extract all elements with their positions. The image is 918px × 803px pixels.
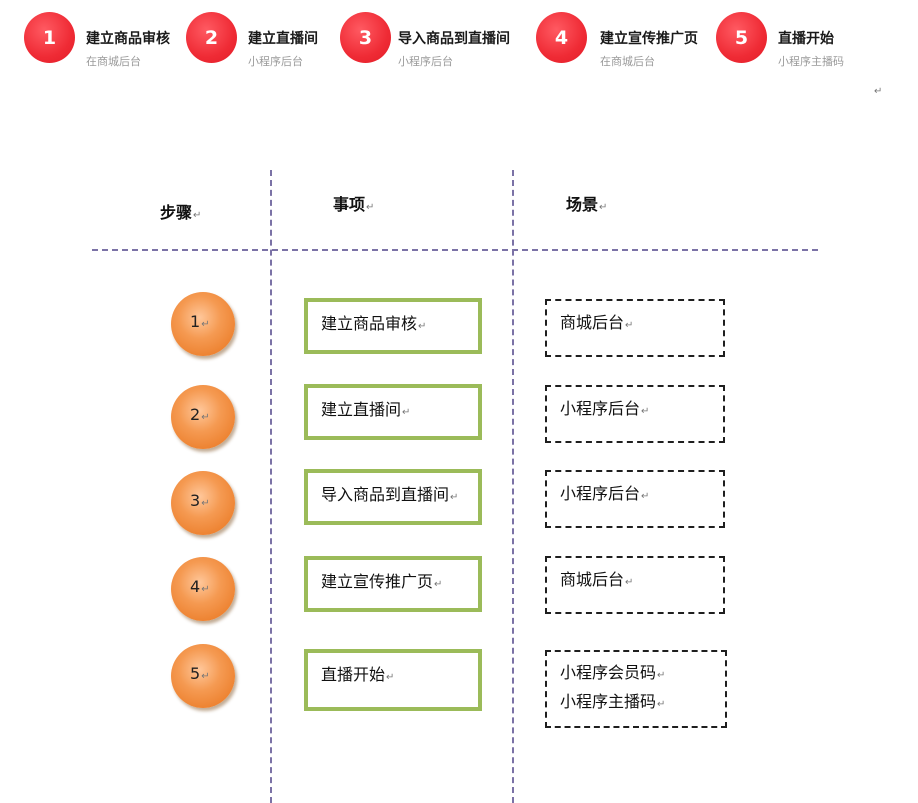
step-progress-bar: 1 建立商品审核 在商城后台 2 建立直播间 小程序后台 3 导入商品到直播间 … bbox=[0, 0, 918, 80]
item-text: 建立宣传推广页 bbox=[321, 572, 434, 591]
item-text: 导入商品到直播间 bbox=[321, 485, 450, 504]
header-item: 事项↵ bbox=[333, 195, 375, 214]
item-box-2: 建立直播间↵ bbox=[304, 384, 482, 440]
step-number: 5 bbox=[190, 664, 201, 683]
item-box-5: 直播开始↵ bbox=[304, 649, 482, 711]
top-step-subtitle: 小程序主播码 bbox=[778, 55, 844, 68]
item-text: 直播开始 bbox=[321, 665, 386, 684]
scene-text: 小程序后台 bbox=[560, 484, 641, 503]
top-step-subtitle: 在商城后台 bbox=[600, 55, 655, 68]
step-number: 3 bbox=[190, 491, 201, 510]
top-step-number: 2 bbox=[186, 12, 237, 63]
top-step-subtitle: 小程序后台 bbox=[398, 55, 453, 68]
top-step-number: 1 bbox=[24, 12, 75, 63]
item-text: 建立商品审核 bbox=[321, 314, 418, 333]
scene-text: 小程序主播码 bbox=[560, 692, 657, 711]
top-step-number: 3 bbox=[340, 12, 391, 63]
top-step-title: 直播开始 bbox=[778, 31, 834, 47]
item-box-1: 建立商品审核↵ bbox=[304, 298, 482, 354]
step-circle-2: 2↵ bbox=[171, 385, 235, 449]
step-number: 4 bbox=[190, 577, 201, 596]
top-step-number: 4 bbox=[536, 12, 587, 63]
step-number: 2 bbox=[190, 405, 201, 424]
paragraph-mark: ↵ bbox=[874, 86, 883, 97]
top-step-title: 建立商品审核 bbox=[86, 31, 170, 47]
step-number: 1 bbox=[190, 312, 201, 331]
header-scene: 场景↵ bbox=[566, 195, 608, 214]
step-circle-1: 1↵ bbox=[171, 292, 235, 356]
column-divider bbox=[270, 170, 272, 803]
top-step-title: 建立直播间 bbox=[248, 31, 318, 47]
scene-box-3: 小程序后台↵ bbox=[545, 470, 725, 528]
scene-text: 小程序后台 bbox=[560, 399, 641, 418]
header-divider bbox=[92, 249, 818, 251]
top-step-subtitle: 在商城后台 bbox=[86, 55, 141, 68]
item-box-3: 导入商品到直播间↵ bbox=[304, 469, 482, 525]
scene-box-2: 小程序后台↵ bbox=[545, 385, 725, 443]
scene-text: 商城后台 bbox=[560, 570, 625, 589]
column-divider bbox=[512, 170, 514, 803]
scene-text: 小程序会员码 bbox=[560, 663, 657, 682]
step-circle-5: 5↵ bbox=[171, 644, 235, 708]
step-circle-4: 4↵ bbox=[171, 557, 235, 621]
header-step: 步骤↵ bbox=[160, 203, 202, 222]
scene-box-5: 小程序会员码↵ 小程序主播码↵ bbox=[545, 650, 727, 728]
scene-box-1: 商城后台↵ bbox=[545, 299, 725, 357]
item-box-4: 建立宣传推广页↵ bbox=[304, 556, 482, 612]
top-step-number: 5 bbox=[716, 12, 767, 63]
top-step-title: 导入商品到直播间 bbox=[398, 31, 510, 47]
top-step-subtitle: 小程序后台 bbox=[248, 55, 303, 68]
item-text: 建立直播间 bbox=[321, 400, 402, 419]
top-step-title: 建立宣传推广页 bbox=[600, 31, 698, 47]
step-circle-3: 3↵ bbox=[171, 471, 235, 535]
scene-text: 商城后台 bbox=[560, 313, 625, 332]
scene-box-4: 商城后台↵ bbox=[545, 556, 725, 614]
